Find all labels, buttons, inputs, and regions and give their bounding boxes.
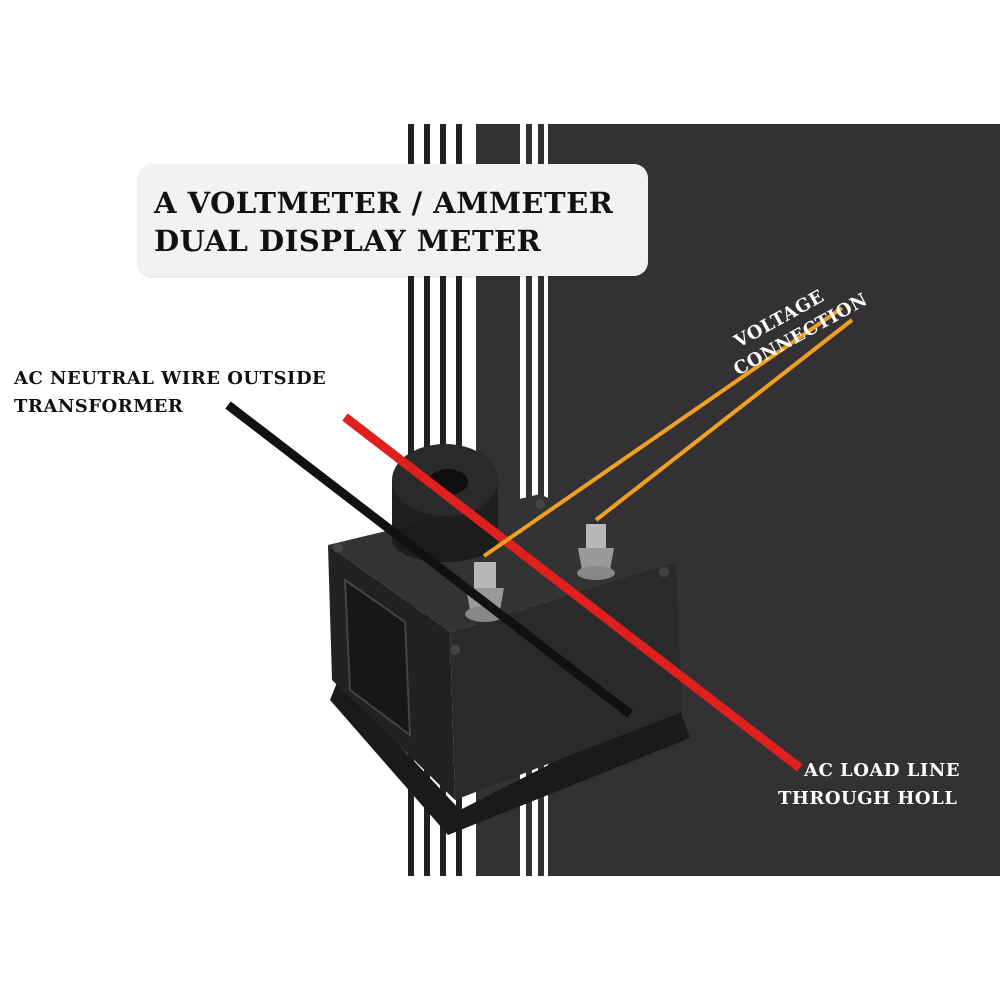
title-line-1: A VOLTMETER / AMMETER [154, 186, 614, 220]
voltage-wire-left [482, 306, 844, 558]
terminal-right [577, 524, 615, 580]
title-line-2: DUAL DISPLAY METER [154, 224, 542, 258]
load-wire [342, 413, 803, 772]
load-line-label-line-1: AC LOAD LINE [804, 760, 960, 781]
neutral-wire-label-line-2: TRANSFORMER [14, 396, 184, 417]
neutral-wire-label-line-1: AC NEUTRAL WIRE OUTSIDE [14, 368, 327, 389]
title-box: A VOLTMETER / AMMETER DUAL DISPLAY METER [138, 164, 648, 276]
voltage-wire-right [594, 318, 854, 522]
neutral-wire [225, 401, 633, 718]
load-line-label-line-2: THROUGH HOLL [778, 788, 958, 809]
